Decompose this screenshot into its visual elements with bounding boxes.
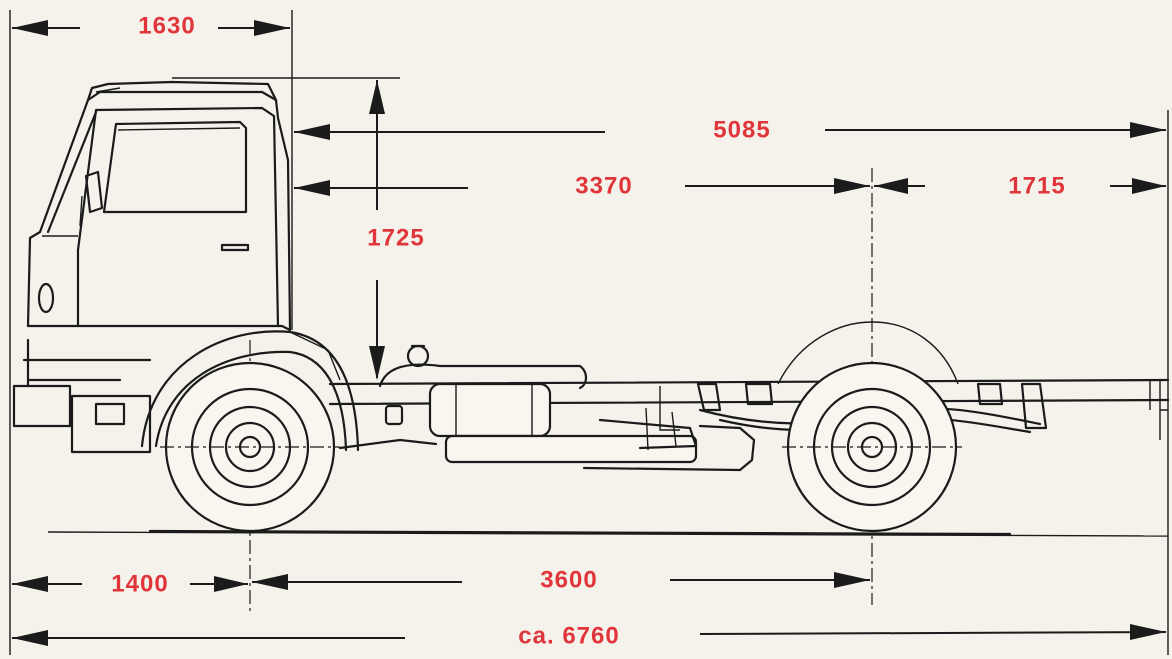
rear-fender xyxy=(777,321,959,385)
rear-wheel xyxy=(782,361,962,533)
front-wheel xyxy=(160,361,340,533)
chassis-components xyxy=(338,344,756,472)
dim-label-1630: 1630 xyxy=(138,13,195,40)
dim-label-3370: 3370 xyxy=(575,173,632,200)
dim-line-3370 xyxy=(294,178,870,196)
extension-lines xyxy=(9,10,1169,655)
dim-label-overall: ca. 6760 xyxy=(518,623,619,650)
ground-line xyxy=(148,529,1012,536)
truck-cab xyxy=(12,80,292,454)
dim-label-1725: 1725 xyxy=(367,225,424,252)
dim-line-overall xyxy=(12,624,1167,646)
dim-line-5085 xyxy=(294,122,1166,140)
front-fender xyxy=(140,330,360,452)
dim-line-3600 xyxy=(252,572,870,590)
dim-line-1400 xyxy=(12,576,248,592)
dim-line-1725 xyxy=(369,80,385,380)
dim-line-1630 xyxy=(12,20,290,36)
dim-label-1400: 1400 xyxy=(111,571,168,598)
dim-label-1715: 1715 xyxy=(1008,173,1065,200)
dim-label-3600: 3600 xyxy=(540,567,597,594)
dim-label-5085: 5085 xyxy=(713,117,770,144)
dim-line-1715 xyxy=(874,178,1166,194)
